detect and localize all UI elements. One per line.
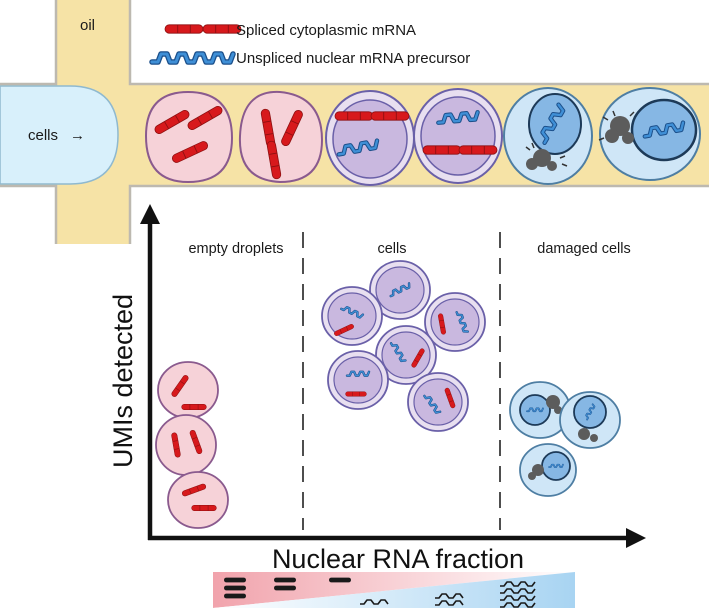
cell <box>321 286 383 346</box>
y-axis-label: UMIs detected <box>108 294 138 468</box>
cell <box>407 372 469 432</box>
x-axis-label: Nuclear RNA fraction <box>272 544 524 574</box>
empty-droplet <box>157 361 219 419</box>
damaged-cell <box>509 381 571 439</box>
channel-wall-bottom <box>0 184 58 244</box>
channel-cell-1 <box>325 90 415 186</box>
cells-inlet-label: cells <box>28 127 58 144</box>
plot-axes: UMIs detected Nuclear RNA fraction <box>108 204 646 574</box>
channel-empty-droplet-2 <box>238 90 324 184</box>
channel-cell-2 <box>413 88 503 184</box>
cells-inlet-arrow: → <box>70 127 85 144</box>
legend-spliced-icon <box>164 24 242 34</box>
oil-label: oil <box>80 17 95 34</box>
damaged-cells-cluster <box>509 381 621 497</box>
channel-damaged-cell-1 <box>503 87 593 185</box>
cell-inlet <box>0 85 119 185</box>
damaged-cell <box>519 443 577 497</box>
legend: Spliced cytoplasmic mRNA Unspliced nucle… <box>149 22 470 67</box>
nuclear-fraction-strip <box>213 572 575 608</box>
empty-droplet <box>155 414 217 476</box>
channel-empty-droplet-1 <box>144 90 234 184</box>
region-label-damaged: damaged cells <box>537 241 631 257</box>
channel-wall-bottom-right <box>128 184 709 244</box>
x-axis-arrowhead <box>626 528 646 548</box>
cell <box>369 260 431 320</box>
cell <box>375 325 437 385</box>
cell <box>424 292 486 352</box>
unspliced-marks <box>360 581 536 608</box>
unspliced-gradient <box>213 572 575 608</box>
legend-unspliced-label: Unspliced nuclear mRNA precursor <box>236 50 470 67</box>
cells-cluster <box>321 260 486 432</box>
debris <box>598 110 635 144</box>
region-label-empty: empty droplets <box>188 241 283 257</box>
channel-wall-top-right <box>128 0 709 86</box>
damaged-cell <box>559 391 621 449</box>
region-label-cells: cells <box>377 241 406 257</box>
cell <box>327 350 389 410</box>
legend-spliced-label: Spliced cytoplasmic mRNA <box>236 22 416 39</box>
debris <box>525 142 568 171</box>
y-axis-arrowhead <box>140 204 160 224</box>
empty-droplets-cluster <box>155 361 229 529</box>
channel-damaged-cell-2 <box>598 87 701 181</box>
empty-droplet <box>167 471 229 529</box>
channel-wall-top <box>0 0 58 86</box>
legend-unspliced-icon <box>149 51 236 65</box>
